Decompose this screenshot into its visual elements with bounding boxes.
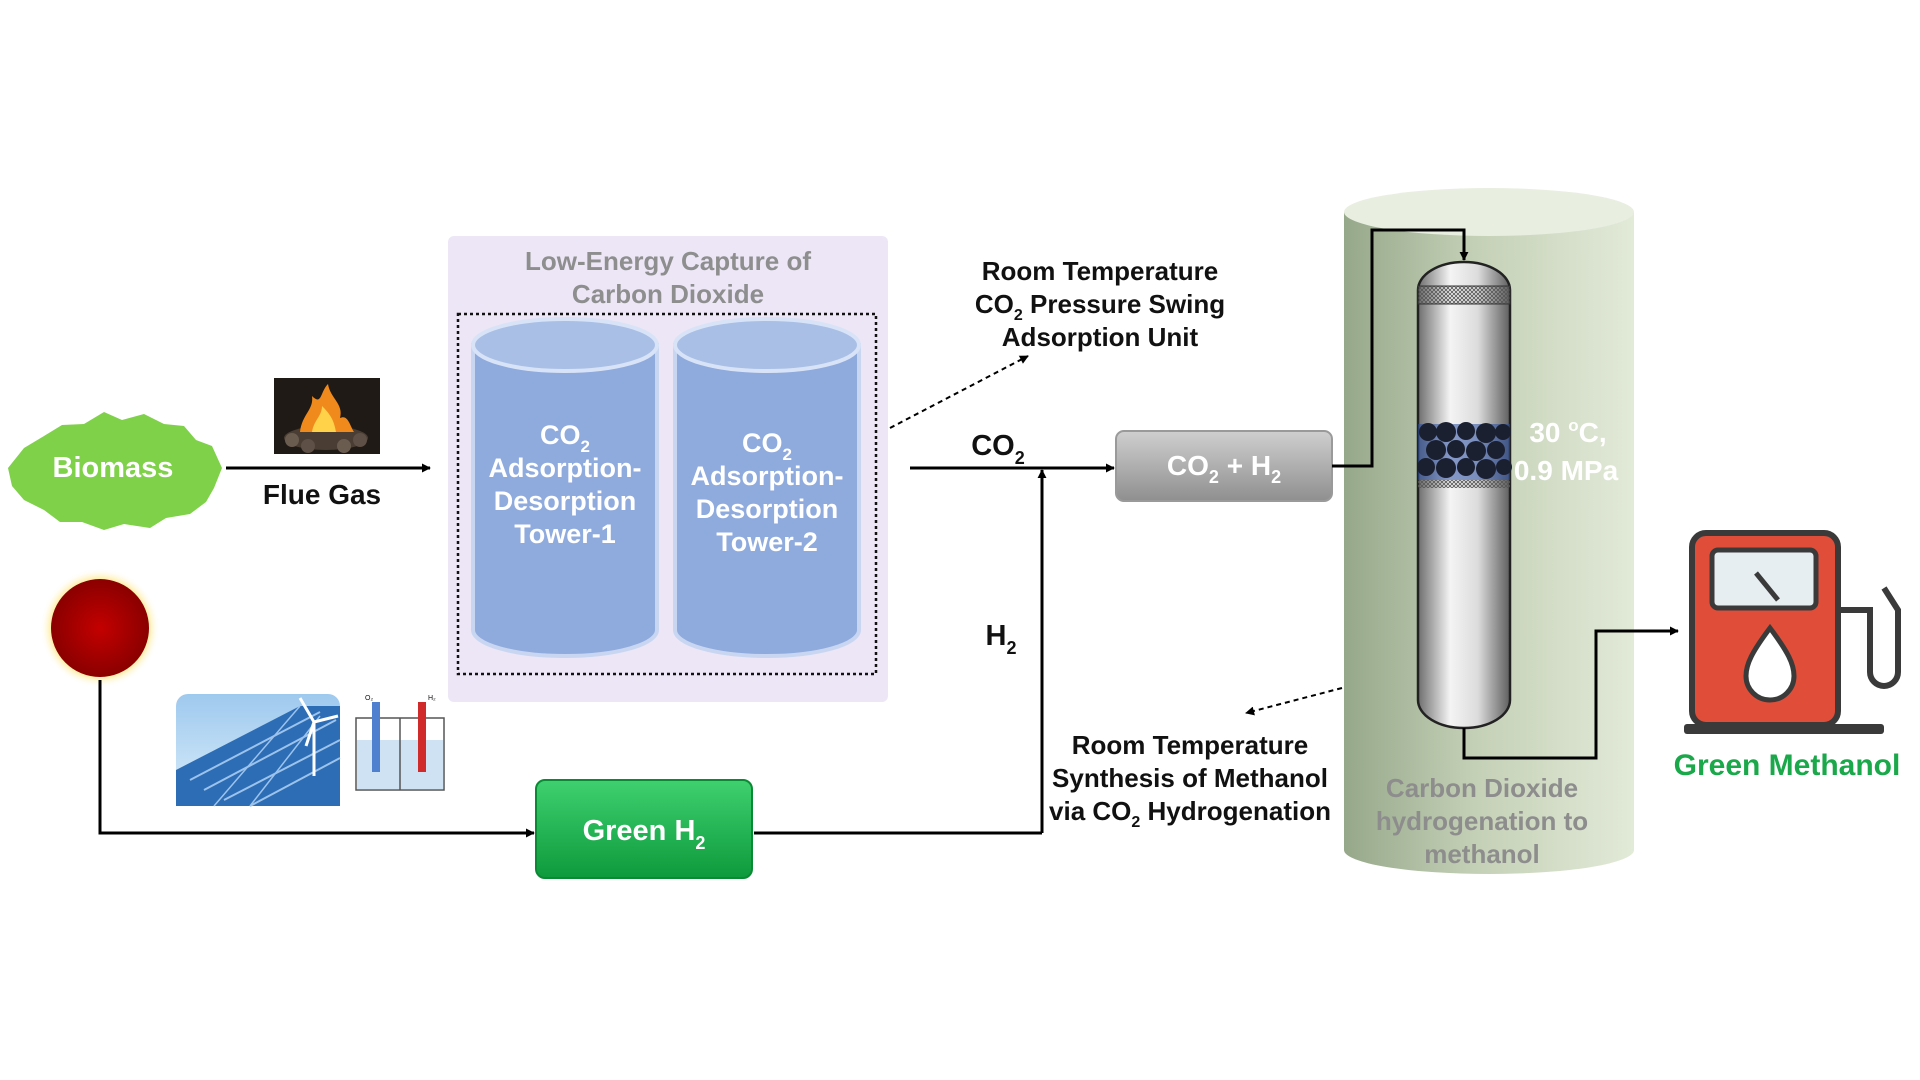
- co2-stream-label: CO: [971, 430, 1015, 462]
- psa-note-line2-pre: CO: [975, 289, 1014, 319]
- sun-icon: [40, 568, 160, 688]
- h2-stream-label: H: [986, 620, 1007, 652]
- flue-gas-label: Flue Gas: [263, 479, 381, 510]
- tower-2-sub: 2: [783, 445, 792, 464]
- synthesis-note-line2: Synthesis of Methanol: [1052, 763, 1328, 793]
- svg-text:CO2 Pressure Swing: CO2 Pressure Swing: [975, 289, 1225, 324]
- conditions-pressure: 0.9 MPa: [1514, 455, 1619, 486]
- product-outlet-line: [1462, 626, 1679, 760]
- reactor-feed-line: [1332, 228, 1469, 468]
- tower-2-co: CO: [742, 428, 783, 458]
- psa-note-line2-post: Pressure Swing: [1023, 289, 1225, 319]
- green-h2-label: Green H: [583, 815, 696, 847]
- tower-1-line4: Tower-1: [514, 519, 616, 549]
- reactor-label-line1: Carbon Dioxide: [1386, 773, 1578, 803]
- fuel-pump-icon: [1684, 530, 1901, 734]
- h2-stream-sub: 2: [1006, 638, 1016, 658]
- psa-note-line3: Adsorption Unit: [1002, 322, 1199, 352]
- conditions-sup: o: [1568, 416, 1578, 435]
- sun-to-h2-line: [98, 680, 535, 838]
- svg-text:CO2: CO2: [742, 428, 792, 464]
- capture-unit: Low-Energy Capture of Carbon Dioxide CO2…: [448, 236, 888, 702]
- svg-text:H₂: H₂: [428, 695, 436, 702]
- campfire-icon: [274, 378, 380, 454]
- green-h2-node: Green H2: [535, 779, 753, 879]
- svg-text:via CO2 Hydrogenation: via CO2 Hydrogenation: [1049, 796, 1331, 831]
- mixer-plus: + H: [1219, 450, 1271, 481]
- green-h2-sub: 2: [695, 833, 705, 853]
- reactor-label-line3: methanol: [1424, 839, 1540, 869]
- synthesis-pointer: [1245, 687, 1343, 716]
- psa-note-line1: Room Temperature: [982, 256, 1218, 286]
- synthesis-note-line3-post: Hydrogenation: [1140, 796, 1331, 826]
- reactor-label-line2: hydrogenation to: [1376, 806, 1588, 836]
- conditions-unit: C,: [1579, 417, 1607, 448]
- tower-2-line2: Adsorption-: [691, 461, 844, 491]
- mixer-sub1: 2: [1209, 467, 1219, 487]
- capture-title-line2: Carbon Dioxide: [572, 279, 764, 309]
- conditions-temp: 30: [1529, 417, 1568, 448]
- product-label: Green Methanol: [1674, 749, 1901, 782]
- electrolyzer-icon: O₂ H₂: [355, 695, 445, 791]
- psa-pointer: [889, 355, 1029, 429]
- capture-title-line1: Low-Energy Capture of: [525, 246, 811, 276]
- biomass-label: Biomass: [53, 452, 174, 484]
- tower-1-line2: Adsorption-: [489, 453, 642, 483]
- svg-text:CO2: CO2: [540, 420, 590, 456]
- tower-1-line3: Desorption: [494, 486, 637, 516]
- tower-1-sub: 2: [581, 437, 590, 456]
- column-top-mesh: [1417, 285, 1511, 305]
- mixer-co: CO: [1167, 450, 1209, 481]
- catalyst-bed: [1417, 422, 1512, 488]
- psa-note-line2-sub: 2: [1014, 307, 1023, 324]
- capture-dotted-frame: [456, 312, 878, 676]
- svg-text:CO2: CO2: [971, 430, 1025, 468]
- solar-wind-icon: [176, 694, 341, 807]
- svg-text:CO2 + H2: CO2 + H2: [1167, 450, 1281, 487]
- synthesis-note-line3-sub: 2: [1131, 814, 1140, 831]
- mixer-sub2: 2: [1271, 467, 1281, 487]
- svg-text:O₂: O₂: [365, 695, 373, 702]
- svg-text:30 oC,: 30 oC,: [1529, 416, 1606, 448]
- tower-1: CO2 Adsorption- Desorption Tower-1: [471, 317, 659, 658]
- svg-text:H2: H2: [986, 620, 1017, 658]
- biomass-shape: [8, 412, 222, 530]
- svg-text:Green H2: Green H2: [583, 815, 706, 853]
- synthesis-note-line1: Room Temperature: [1072, 730, 1308, 760]
- tower-1-co: CO: [540, 420, 581, 450]
- tower-2: CO2 Adsorption- Desorption Tower-2: [673, 317, 861, 658]
- tower-2-line3: Desorption: [696, 494, 839, 524]
- mixer-node: CO2 + H2: [1115, 430, 1333, 502]
- tower-2-line4: Tower-2: [716, 527, 818, 557]
- biomass-node: Biomass: [8, 412, 222, 530]
- synthesis-note-line3-pre: via CO: [1049, 796, 1131, 826]
- co2-stream-sub: 2: [1015, 448, 1025, 468]
- reactor-column: [1416, 260, 1512, 730]
